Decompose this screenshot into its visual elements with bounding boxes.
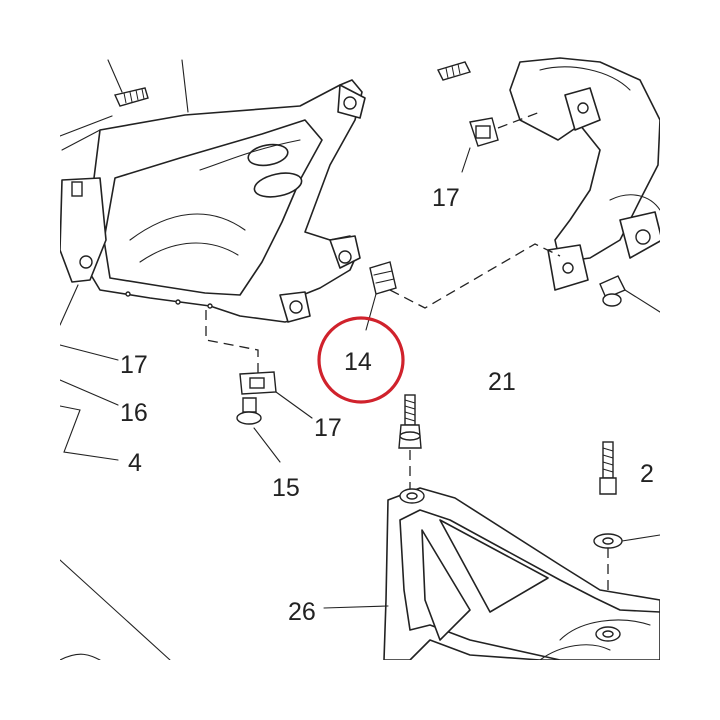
callout-labels: 17 17 16 4 14 21 17 15 2 26 — [120, 184, 654, 626]
left-leaders — [59, 344, 171, 661]
callout-label: 14 — [344, 348, 372, 376]
screw-15 — [236, 397, 281, 463]
callout-label: 2 — [640, 460, 654, 488]
callout-label: 4 — [128, 449, 142, 477]
clip-17-lower — [239, 371, 313, 419]
callout-label: 26 — [288, 598, 316, 626]
stud-bolt-right — [593, 441, 661, 549]
callout-label: 17 — [120, 351, 148, 379]
frame-26 — [323, 487, 661, 661]
callout-label: 17 — [432, 184, 460, 212]
bolt-top-left — [59, 59, 189, 137]
callout-label: 16 — [120, 399, 148, 427]
fairing-panel — [59, 79, 366, 326]
stud-bolt-center — [398, 394, 422, 449]
clip-14 — [365, 261, 397, 331]
highlight-circle — [317, 316, 405, 404]
callout-label: 15 — [272, 474, 300, 502]
headlight-bracket — [437, 57, 663, 313]
clip-17-upper — [461, 117, 499, 173]
callout-label: 17 — [314, 414, 342, 442]
callout-label: 21 — [488, 368, 516, 396]
